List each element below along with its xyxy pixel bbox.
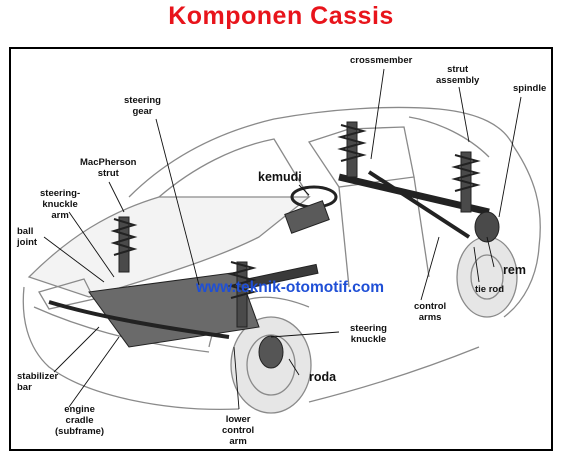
rear-trailing-arm <box>367 170 471 239</box>
leader-ball-joint <box>43 236 105 283</box>
car-rocker <box>308 346 480 403</box>
label-steering-gear: steering gear <box>124 95 161 117</box>
label-engine-cradle: engine cradle (subframe) <box>55 404 105 437</box>
right-strut-spring <box>227 261 257 299</box>
chassis-parts <box>48 121 500 369</box>
label-steering-knuckle: steering knuckle <box>350 323 387 345</box>
label-spindle: spindle <box>513 83 547 94</box>
leader-steering-knuckle <box>270 331 340 338</box>
label-stabilizer-bar: stabilizer bar <box>17 371 59 393</box>
diagram-frame <box>9 47 553 451</box>
car-roof-outline <box>128 106 515 198</box>
leader-lines <box>43 68 522 410</box>
leader-kemudi <box>298 184 310 196</box>
leader-lower-control-arm <box>233 346 240 410</box>
car-side-window <box>307 126 415 188</box>
stabilizer-bar-shape <box>48 300 230 339</box>
left-strut-spring <box>110 218 138 256</box>
label-macpherson-strut: MacPherson strut <box>80 157 137 179</box>
front-wheel-inner <box>246 334 296 396</box>
car-rear <box>503 146 541 318</box>
car-front-bumper <box>22 286 240 411</box>
engine-cradle-shape <box>88 271 260 348</box>
car-windshield <box>158 138 310 198</box>
leader-macpherson <box>108 181 125 213</box>
car-front-lower <box>33 306 210 353</box>
label-kemudi: kemudi <box>258 170 302 184</box>
leader-steering-gear <box>155 118 200 286</box>
front-hub <box>258 335 284 369</box>
leader-strut-assembly <box>458 86 470 143</box>
leader-control-arms <box>420 236 440 301</box>
rear-brake <box>474 211 500 243</box>
steering-column <box>284 200 330 234</box>
label-roda: roda <box>309 370 337 384</box>
label-rem: rem <box>503 263 526 277</box>
label-ball-joint: ball joint <box>17 226 38 248</box>
car-hood <box>27 196 311 298</box>
rear-left-spring <box>337 124 367 162</box>
leader-engine-cradle <box>68 336 120 408</box>
chassis-illustration <box>22 68 541 414</box>
label-tie-rod: tie rod <box>475 284 505 295</box>
leader-spindle <box>498 96 522 218</box>
leader-crossmember <box>370 68 385 160</box>
leader-roda <box>288 358 300 376</box>
label-crossmember: crossmember <box>350 55 413 66</box>
watermark-url: www.teknik-otomotif.com <box>196 279 385 296</box>
leader-rem <box>486 236 495 268</box>
label-control-arms: control arms <box>414 301 447 323</box>
label-lower-control-arm: lower control arm <box>222 414 255 447</box>
leader-knuckle-arm <box>68 211 115 278</box>
rear-right-spring <box>451 154 481 192</box>
rear-left-strut <box>346 121 358 178</box>
label-steering-knuckle-arm: steering- knuckle arm <box>40 188 81 221</box>
label-strut-assembly: strut assembly <box>436 64 480 86</box>
leader-stabilizer <box>53 326 100 373</box>
rear-wheel-inner <box>470 254 504 300</box>
diagram-title: Komponen Cassis <box>168 2 394 30</box>
leader-tie-rod <box>473 246 480 283</box>
car-rear-window <box>408 116 490 158</box>
rear-wheel <box>456 236 518 318</box>
